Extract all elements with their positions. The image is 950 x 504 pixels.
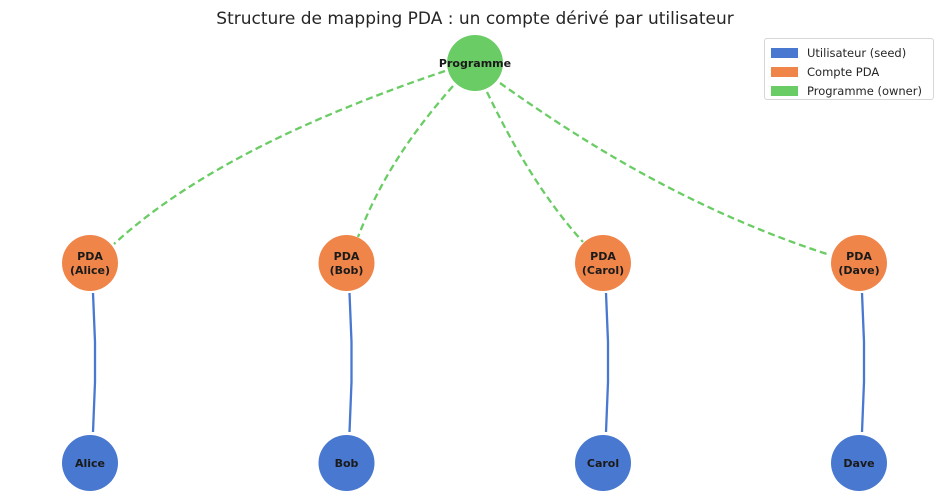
pda-node-carol[interactable]: PDA(Carol) bbox=[575, 235, 631, 291]
user-node-dave-label: Dave bbox=[843, 457, 874, 470]
seed-edge-alice bbox=[91, 292, 97, 433]
pda-node-bob-label: PDA bbox=[334, 250, 360, 263]
pda-node-carol-label: (Carol) bbox=[582, 264, 624, 277]
pda-node-bob-circle bbox=[318, 235, 375, 291]
pda-node-dave-circle bbox=[831, 235, 887, 291]
owner-edge-dave bbox=[499, 82, 831, 257]
user-node-alice[interactable]: Alice bbox=[62, 435, 118, 491]
user-node-carol-circle bbox=[575, 435, 631, 491]
user-node-bob[interactable]: Bob bbox=[318, 435, 375, 491]
legend-swatch-user bbox=[771, 47, 798, 58]
user-node-bob-circle bbox=[318, 435, 375, 491]
owner-edge-bob bbox=[356, 85, 454, 238]
pda-node-alice-label: PDA bbox=[77, 250, 103, 263]
diagram-title: Structure de mapping PDA : un compte dér… bbox=[216, 9, 733, 29]
edges bbox=[91, 69, 866, 433]
nodes: ProgrammePDA(Alice)PDA(Bob)PDA(Carol)PDA… bbox=[62, 35, 887, 491]
pda-node-alice-label: (Alice) bbox=[70, 264, 110, 277]
user-node-carol-label: Carol bbox=[587, 457, 619, 470]
legend-label-user: Utilisateur (seed) bbox=[807, 45, 907, 60]
legend-label-pda: Compte PDA bbox=[807, 64, 880, 79]
pda-node-carol-label: PDA bbox=[590, 250, 616, 263]
legend-swatch-pda bbox=[771, 66, 798, 77]
owner-edge-alice bbox=[113, 69, 446, 245]
seed-edge-bob bbox=[348, 292, 353, 433]
user-node-bob-label: Bob bbox=[335, 457, 359, 470]
legend-swatch-program bbox=[771, 85, 798, 96]
program-node-label: Programme bbox=[439, 57, 511, 70]
owner-edge-carol bbox=[485, 91, 584, 243]
user-node-alice-label: Alice bbox=[75, 457, 105, 470]
user-node-dave-circle bbox=[831, 435, 887, 491]
legend-item-program: Programme (owner) bbox=[771, 81, 927, 100]
legend-item-user: Utilisateur (seed) bbox=[771, 43, 927, 62]
legend-label-program: Programme (owner) bbox=[807, 83, 922, 98]
pda-node-carol-circle bbox=[575, 235, 631, 291]
pda-node-alice[interactable]: PDA(Alice) bbox=[62, 235, 118, 291]
user-node-alice-circle bbox=[62, 435, 118, 491]
seed-edge-carol bbox=[604, 292, 610, 433]
pda-node-dave-label: (Dave) bbox=[838, 264, 879, 277]
seed-edge-dave bbox=[860, 292, 866, 433]
legend: Utilisateur (seed) Compte PDA Programme … bbox=[764, 38, 934, 100]
user-node-dave[interactable]: Dave bbox=[831, 435, 887, 491]
legend-item-pda: Compte PDA bbox=[771, 62, 927, 81]
user-node-carol[interactable]: Carol bbox=[575, 435, 631, 491]
pda-node-dave[interactable]: PDA(Dave) bbox=[831, 235, 887, 291]
program-node[interactable]: Programme bbox=[439, 35, 511, 91]
pda-node-bob-label: (Bob) bbox=[330, 264, 364, 277]
pda-node-bob[interactable]: PDA(Bob) bbox=[318, 235, 375, 291]
pda-node-alice-circle bbox=[62, 235, 118, 291]
program-node-circle bbox=[447, 35, 503, 91]
pda-node-dave-label: PDA bbox=[846, 250, 872, 263]
